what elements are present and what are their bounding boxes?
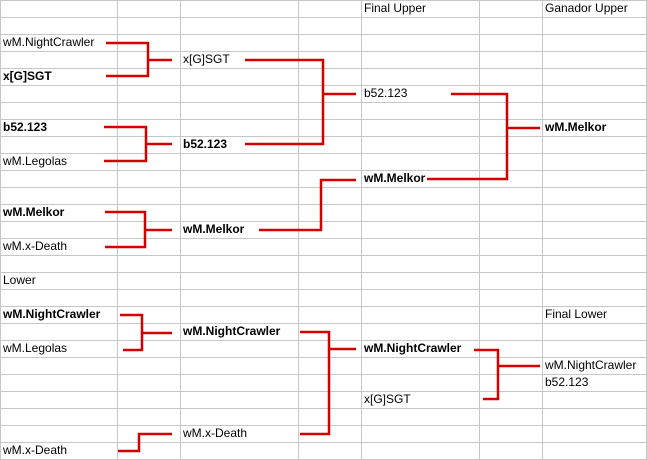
lower-result-second: b52.123	[545, 375, 589, 389]
upper-r1-m2-bottom: wM.Legolas	[3, 154, 68, 168]
lower-r2-bottom: wM.x-Death	[183, 426, 248, 440]
bracket-upper-r1-m2	[104, 125, 172, 163]
bracket-upper-final	[427, 92, 540, 181]
lower-r1-bye: wM.x-Death	[3, 443, 68, 457]
lower-r2-top: wM.NightCrawler	[183, 324, 281, 338]
bracket-upper-r1-m3	[105, 210, 172, 249]
column-divider	[117, 0, 118, 460]
bracket-upper-r2-b	[259, 178, 356, 232]
upper-r1-m3-bottom: wM.x-Death	[3, 239, 68, 253]
upper-r1-m3-top: wM.Melkor	[3, 205, 65, 219]
lower-r1-top: wM.NightCrawler	[3, 307, 101, 321]
lower-final-top: wM.NightCrawler	[364, 341, 462, 355]
header-ganador-upper: Ganador Upper	[545, 1, 628, 15]
bracket-upper-r1-m1	[106, 41, 172, 78]
upper-final-top: b52.123	[364, 86, 408, 100]
column-divider	[542, 0, 543, 460]
column-divider	[298, 0, 299, 460]
column-divider	[361, 0, 362, 460]
bracket-lower-r2	[300, 330, 356, 436]
header-final-lower: Final Lower	[545, 307, 608, 321]
bracket-upper-r2-a	[245, 58, 325, 146]
upper-r2-1: x[G]SGT	[183, 52, 230, 66]
lower-result-first: wM.NightCrawler	[545, 358, 637, 372]
bracket-lower-final	[474, 348, 540, 401]
bracket-lower-bye	[118, 432, 172, 453]
upper-r2-3: wM.Melkor	[183, 222, 245, 236]
header-lower: Lower	[3, 273, 36, 287]
lower-r1-bottom: wM.Legolas	[3, 341, 68, 355]
upper-final-bottom: wM.Melkor	[364, 171, 426, 185]
upper-r1-m2-top: b52.123	[3, 120, 48, 134]
upper-winner: wM.Melkor	[545, 120, 607, 134]
lower-final-bottom: x[G]SGT	[364, 392, 411, 406]
header-final-upper: Final Upper	[364, 1, 427, 15]
column-divider	[180, 0, 181, 460]
upper-r2-2: b52.123	[183, 137, 228, 151]
upper-r1-m1-bottom: x[G]SGT	[3, 69, 52, 83]
bracket-lower-r1	[120, 313, 172, 352]
column-divider	[479, 0, 480, 460]
upper-r1-m1-top: wM.NightCrawler	[3, 35, 95, 49]
